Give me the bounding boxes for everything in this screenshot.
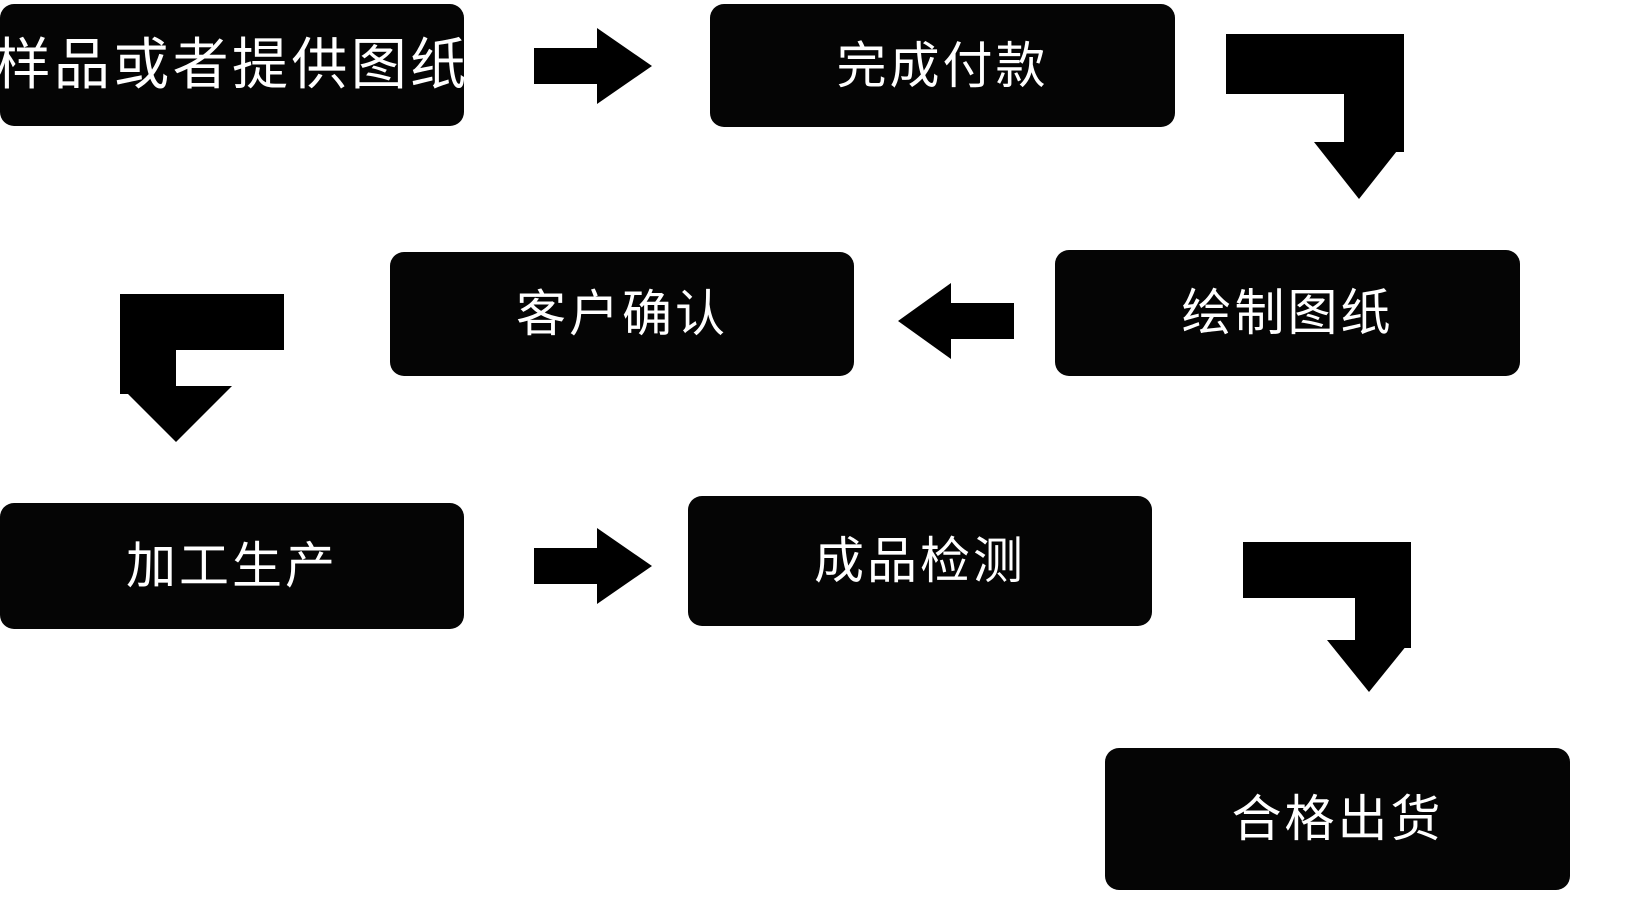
- node-sample-or-drawing[interactable]: 样品或者提供图纸: [0, 4, 466, 126]
- arrow-right-icon: [534, 528, 652, 604]
- node-complete-payment[interactable]: 完成付款: [710, 4, 1175, 127]
- node-draw-drawing[interactable]: 绘制图纸: [1055, 250, 1520, 376]
- node-customer-confirm[interactable]: 客户确认: [390, 252, 854, 376]
- arrow-left-icon: [898, 283, 1014, 359]
- node-qualified-shipment[interactable]: 合格出货: [1105, 748, 1570, 890]
- node-label: 样品或者提供图纸: [0, 33, 470, 96]
- node-label: 成品检测: [814, 533, 1026, 589]
- arrow-elbow-right-down-icon: [1243, 542, 1411, 692]
- arrow-elbow-right-down-icon: [1226, 34, 1404, 199]
- node-label: 合格出货: [1231, 791, 1444, 847]
- arrow-elbow-left-down-icon: [120, 294, 284, 442]
- node-finished-inspection[interactable]: 成品检测: [688, 496, 1152, 626]
- node-label: 客户确认: [516, 286, 728, 342]
- node-label: 加工生产: [126, 538, 338, 594]
- node-label: 绘制图纸: [1181, 285, 1394, 341]
- arrow-right-icon: [534, 28, 652, 104]
- node-processing-production[interactable]: 加工生产: [0, 503, 464, 629]
- node-label: 完成付款: [836, 37, 1049, 94]
